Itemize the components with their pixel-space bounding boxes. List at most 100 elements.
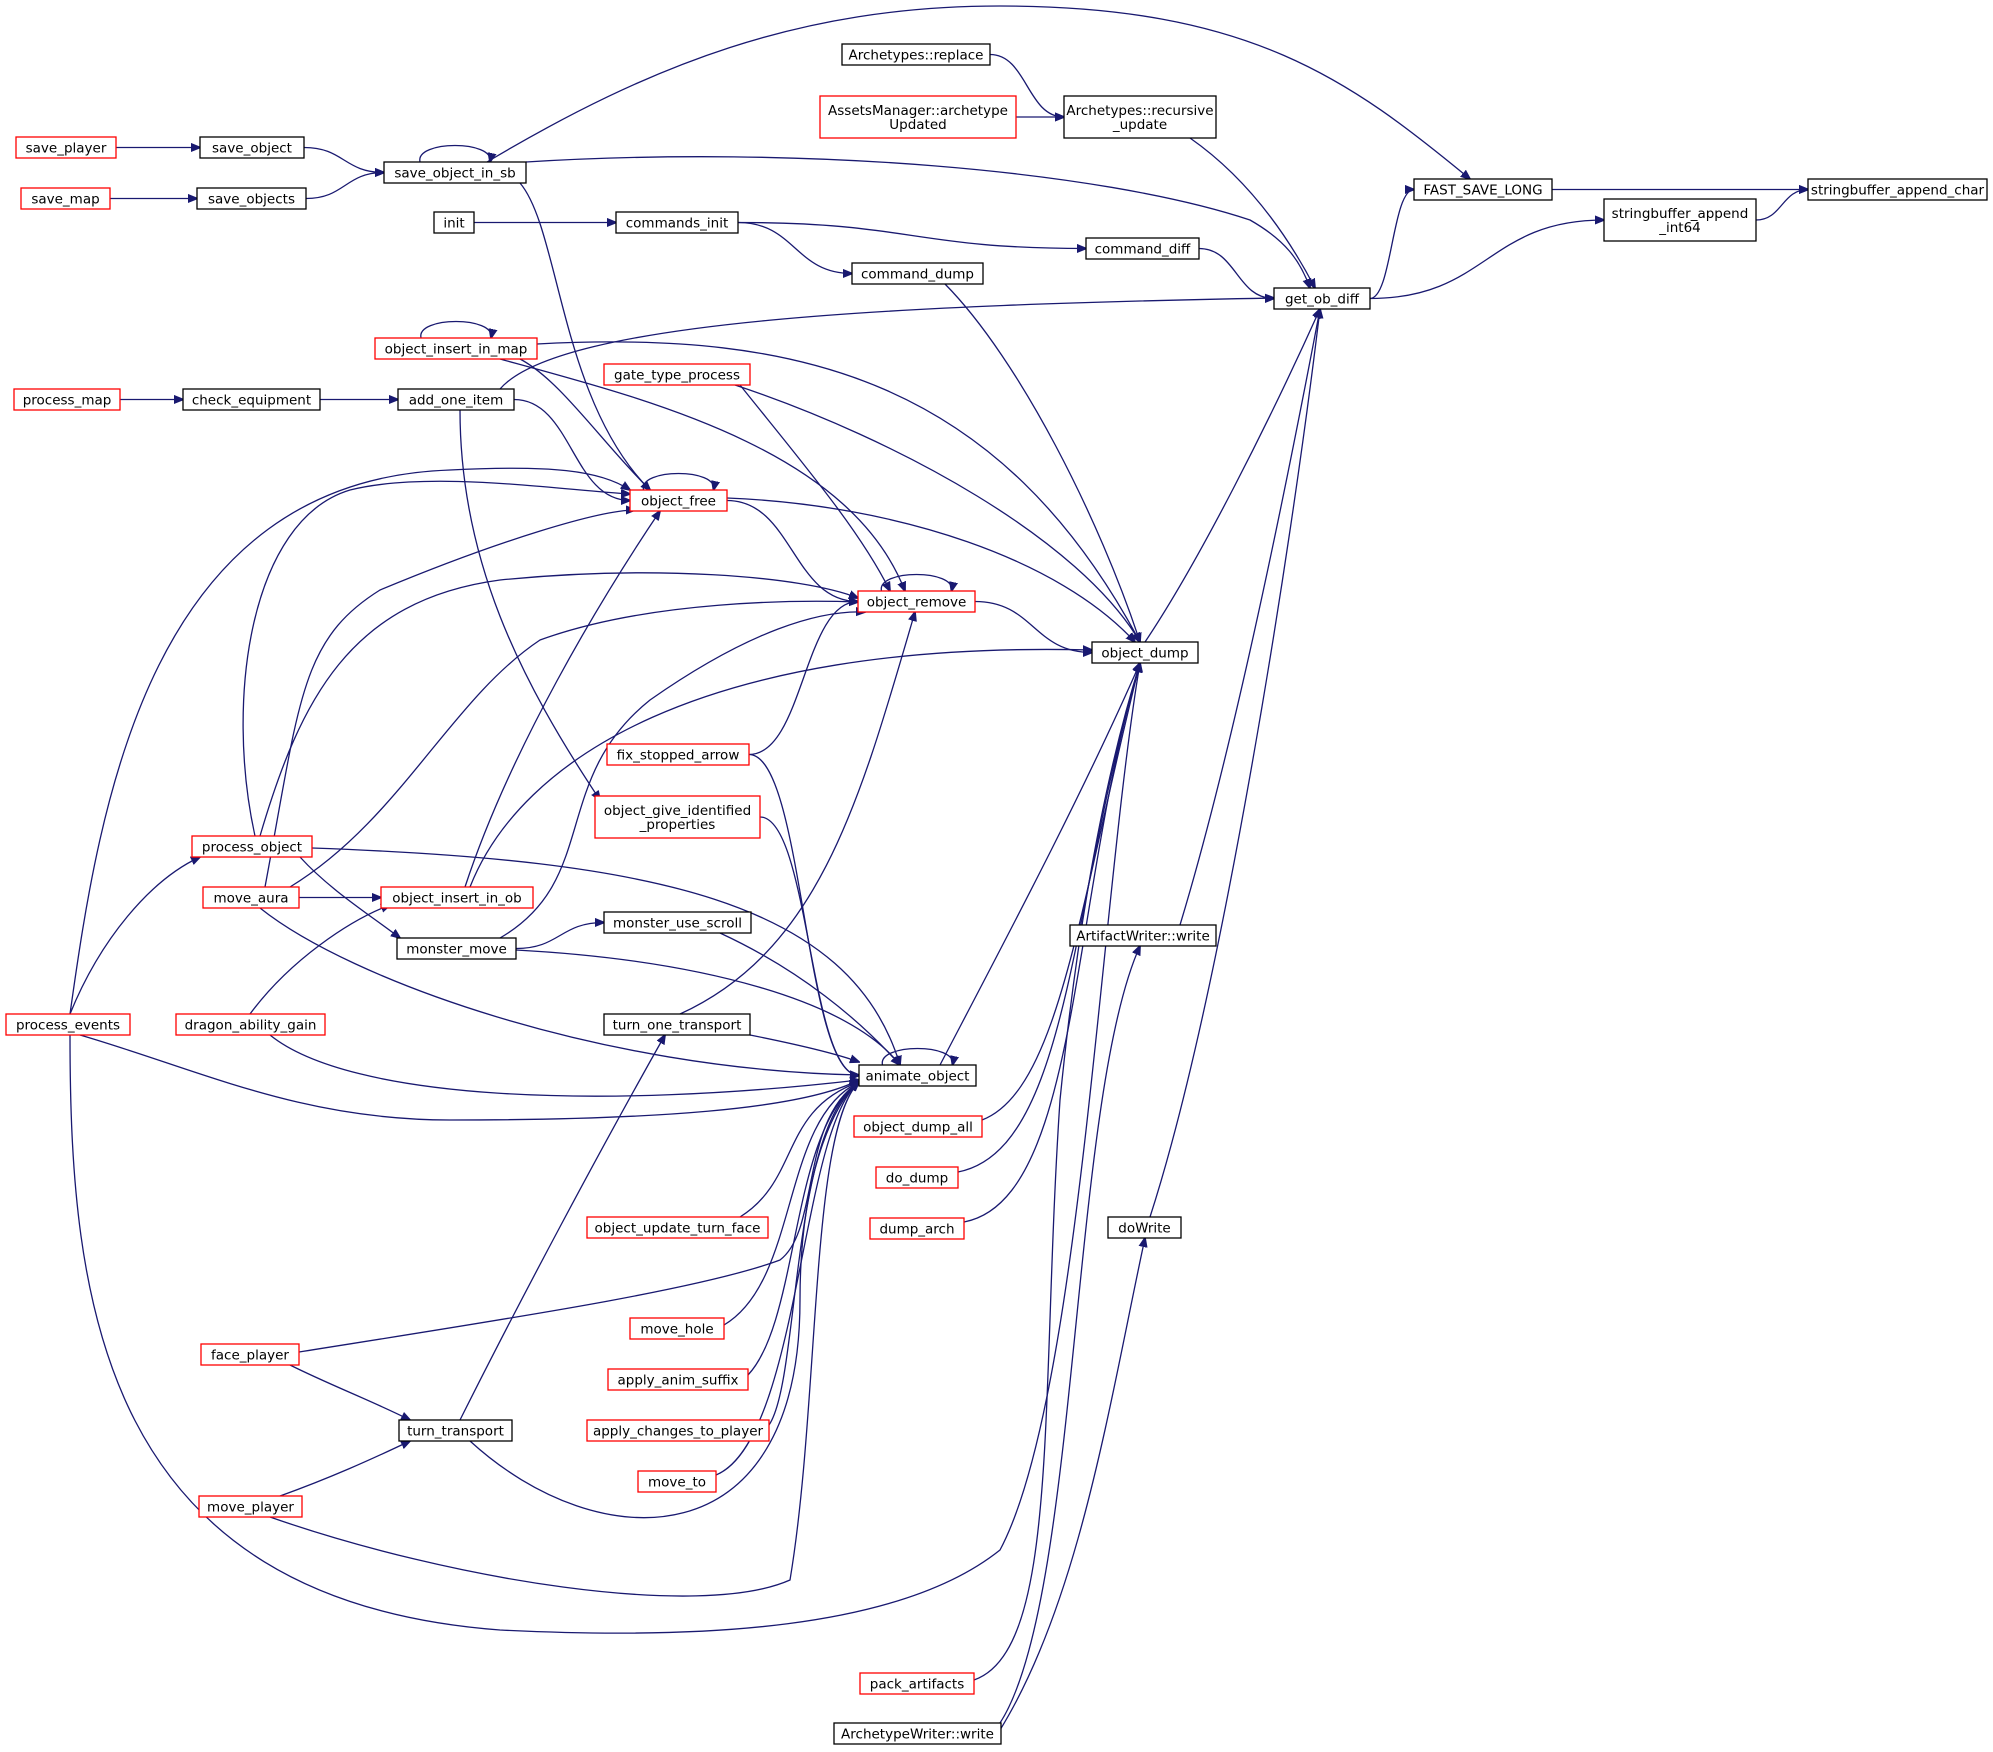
node-box[interactable]: [198, 1495, 303, 1518]
node-object-update-turn-face[interactable]: object_update_turn_face: [586, 1216, 769, 1239]
node-box[interactable]: [853, 1115, 983, 1138]
node-box[interactable]: [202, 886, 300, 909]
node-command-diff[interactable]: command_diff: [1085, 237, 1200, 260]
node-box[interactable]: [603, 1013, 751, 1036]
node-box[interactable]: [200, 1343, 300, 1366]
node-box[interactable]: [13, 388, 121, 411]
node-save-map[interactable]: save_map: [20, 187, 111, 210]
node-box[interactable]: [1413, 178, 1553, 201]
node-get-ob-diff[interactable]: get_ob_diff: [1273, 287, 1371, 310]
node-box[interactable]: [594, 795, 761, 839]
node-box[interactable]: [196, 187, 307, 210]
node-gate-type-process[interactable]: gate_type_process: [603, 363, 751, 386]
node-sb-append-int64[interactable]: stringbuffer_append_int64: [1603, 198, 1757, 242]
node-box[interactable]: [1603, 198, 1757, 242]
node-arch-recursive[interactable]: Archetypes::recursive_update: [1063, 95, 1217, 139]
node-box[interactable]: [1085, 237, 1200, 260]
node-box[interactable]: [607, 1368, 749, 1391]
node-process-events[interactable]: process_events: [5, 1013, 131, 1036]
node-sb-append-char[interactable]: stringbuffer_append_char: [1807, 178, 1988, 201]
node-monster-use-scroll[interactable]: monster_use_scroll: [603, 911, 752, 934]
node-box[interactable]: [637, 1470, 717, 1493]
node-box[interactable]: [5, 1013, 131, 1036]
node-save-object-in-sb[interactable]: save_object_in_sb: [383, 161, 527, 184]
node-archetype-writer[interactable]: ArchetypeWriter::write: [833, 1722, 1002, 1745]
node-init[interactable]: init: [433, 211, 475, 234]
node-face-player[interactable]: face_player: [200, 1343, 300, 1366]
node-box[interactable]: [819, 95, 1017, 139]
node-turn-one-transport[interactable]: turn_one_transport: [603, 1013, 751, 1036]
node-box[interactable]: [175, 1013, 326, 1036]
node-command-dump[interactable]: command_dump: [851, 262, 984, 285]
node-commands-init[interactable]: commands_init: [615, 211, 739, 234]
node-do-dump[interactable]: do_dump: [875, 1166, 959, 1189]
node-apply-anim-suffix[interactable]: apply_anim_suffix: [607, 1368, 749, 1391]
node-move-hole[interactable]: move_hole: [629, 1317, 725, 1340]
node-box[interactable]: [603, 911, 752, 934]
node-box[interactable]: [374, 337, 538, 360]
node-object-insert-in-map[interactable]: object_insert_in_map: [374, 337, 538, 360]
node-check-equipment[interactable]: check_equipment: [182, 388, 321, 411]
node-box[interactable]: [396, 937, 517, 960]
node-save-objects[interactable]: save_objects: [196, 187, 307, 210]
node-apply-changes-to-player[interactable]: apply_changes_to_player: [586, 1419, 770, 1442]
node-animate-object[interactable]: animate_object: [858, 1064, 977, 1087]
node-box[interactable]: [606, 743, 750, 766]
node-box[interactable]: [191, 835, 313, 858]
node-box[interactable]: [841, 43, 991, 66]
node-fix-stopped-arrow[interactable]: fix_stopped_arrow: [606, 743, 750, 766]
node-box[interactable]: [1107, 1216, 1182, 1239]
node-object-free[interactable]: object_free: [629, 489, 728, 512]
node-box[interactable]: [1273, 287, 1371, 310]
node-box[interactable]: [869, 1217, 965, 1240]
node-box[interactable]: [433, 211, 475, 234]
node-box[interactable]: [20, 187, 111, 210]
node-box[interactable]: [629, 489, 728, 512]
node-move-player[interactable]: move_player: [198, 1495, 303, 1518]
node-pack-artifacts[interactable]: pack_artifacts: [859, 1672, 975, 1695]
node-box[interactable]: [15, 136, 117, 159]
node-add-one-item[interactable]: add_one_item: [397, 388, 515, 411]
node-dragon-ability-gain[interactable]: dragon_ability_gain: [175, 1013, 326, 1036]
node-box[interactable]: [1091, 641, 1199, 664]
node-turn-transport[interactable]: turn_transport: [398, 1419, 513, 1442]
node-artifact-writer[interactable]: ArtifactWriter::write: [1069, 924, 1217, 947]
node-monster-move[interactable]: monster_move: [396, 937, 517, 960]
node-box[interactable]: [182, 388, 321, 411]
node-box[interactable]: [1807, 178, 1988, 201]
node-dowrite[interactable]: doWrite: [1107, 1216, 1182, 1239]
node-process-object[interactable]: process_object: [191, 835, 313, 858]
node-object-remove[interactable]: object_remove: [857, 590, 976, 613]
node-box[interactable]: [380, 886, 534, 909]
node-box[interactable]: [857, 590, 976, 613]
node-dump-arch[interactable]: dump_arch: [869, 1217, 965, 1240]
node-object-dump-all[interactable]: object_dump_all: [853, 1115, 983, 1138]
node-process-map[interactable]: process_map: [13, 388, 121, 411]
node-fast-save-long[interactable]: FAST_SAVE_LONG: [1413, 178, 1553, 201]
node-box[interactable]: [1069, 924, 1217, 947]
node-arch-replace[interactable]: Archetypes::replace: [841, 43, 991, 66]
node-box[interactable]: [875, 1166, 959, 1189]
node-box[interactable]: [586, 1216, 769, 1239]
node-box[interactable]: [851, 262, 984, 285]
node-object-dump[interactable]: object_dump: [1091, 641, 1199, 664]
node-box[interactable]: [603, 363, 751, 386]
node-object-insert-in-ob[interactable]: object_insert_in_ob: [380, 886, 534, 909]
node-box[interactable]: [629, 1317, 725, 1340]
node-box[interactable]: [199, 136, 305, 159]
node-box[interactable]: [383, 161, 527, 184]
node-object-give-identified[interactable]: object_give_identified_properties: [594, 795, 761, 839]
node-box[interactable]: [398, 1419, 513, 1442]
node-box[interactable]: [833, 1722, 1002, 1745]
node-move-aura[interactable]: move_aura: [202, 886, 300, 909]
node-save-player[interactable]: save_player: [15, 136, 117, 159]
node-box[interactable]: [397, 388, 515, 411]
node-box[interactable]: [586, 1419, 770, 1442]
node-box[interactable]: [1063, 95, 1217, 139]
node-save-object[interactable]: save_object: [199, 136, 305, 159]
node-box[interactable]: [858, 1064, 977, 1087]
node-box[interactable]: [859, 1672, 975, 1695]
node-move-to[interactable]: move_to: [637, 1470, 717, 1493]
node-box[interactable]: [615, 211, 739, 234]
